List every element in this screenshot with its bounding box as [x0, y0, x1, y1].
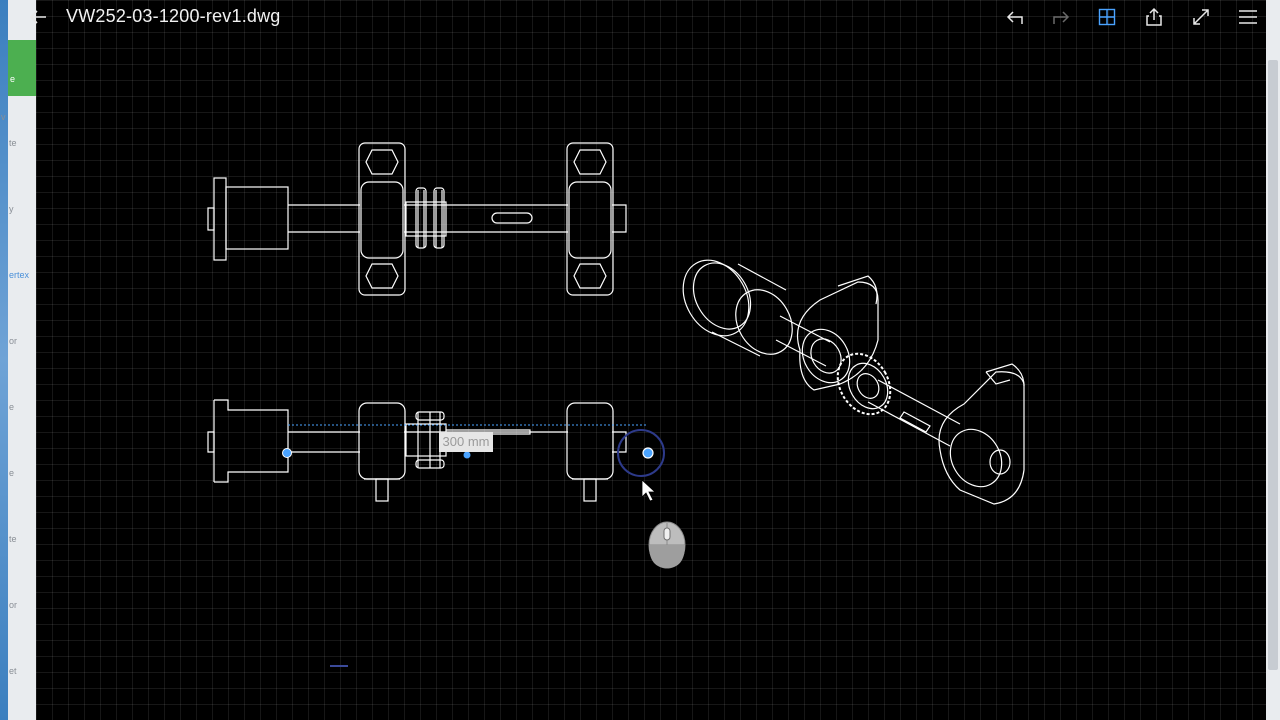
isometric-view-assembly[interactable]	[670, 248, 1025, 505]
left-panel-fragment: e	[9, 402, 15, 412]
grip-point-end	[642, 447, 654, 459]
front-view-assembly[interactable]	[207, 399, 627, 502]
right-side-panel	[1266, 0, 1280, 720]
fullscreen-button[interactable]	[1185, 2, 1217, 32]
layers-grid-icon	[1098, 8, 1116, 26]
canvas-grid	[36, 0, 1266, 720]
redo-icon	[1053, 11, 1070, 24]
menu-icon	[1239, 10, 1257, 24]
left-panel-accent-strip	[0, 0, 8, 720]
left-panel-green-tab[interactable]: e	[8, 40, 36, 96]
share-button[interactable]	[1138, 2, 1170, 32]
redo-button[interactable]	[1045, 2, 1077, 32]
left-panel-fragment[interactable]: ertex	[9, 270, 30, 280]
left-panel-fragment: et	[9, 666, 17, 676]
left-panel-fragment: e	[10, 74, 16, 84]
right-scrollbar[interactable]	[1268, 60, 1278, 670]
left-panel-fragment: or	[9, 336, 18, 346]
undo-button[interactable]	[999, 2, 1031, 32]
left-panel-fragment: or	[9, 600, 18, 610]
left-panel-fragment: y	[9, 204, 14, 214]
left-panel-fragment: te	[9, 534, 17, 544]
left-panel-fragment: te	[9, 138, 17, 148]
top-view-assembly[interactable]	[207, 142, 627, 296]
grip-point-mid	[463, 451, 471, 459]
left-side-panel: e v te y ertex or e e te or et	[0, 0, 36, 720]
back-button[interactable]	[22, 2, 54, 32]
top-toolbar: VW252-03-1200-rev1.dwg	[0, 0, 1266, 34]
grip-point-start	[282, 448, 292, 458]
file-title: VW252-03-1200-rev1.dwg	[66, 6, 281, 26]
drawing-canvas[interactable]	[36, 0, 1266, 720]
menu-button[interactable]	[1232, 2, 1264, 32]
mouse-indicator-icon	[647, 520, 687, 570]
undo-icon	[1006, 11, 1023, 24]
grip-selection-ring	[617, 429, 665, 477]
left-panel-fragment: e	[9, 468, 15, 478]
dimension-grips[interactable]	[282, 429, 665, 477]
share-icon	[1146, 7, 1162, 26]
dimension-label[interactable]: 300 mm	[439, 432, 493, 452]
back-arrow-icon	[29, 10, 46, 24]
pointer-cursor-icon	[641, 479, 657, 502]
left-panel-fragment: v	[1, 112, 6, 122]
layers-button[interactable]	[1091, 2, 1123, 32]
fullscreen-icon	[1193, 9, 1209, 25]
